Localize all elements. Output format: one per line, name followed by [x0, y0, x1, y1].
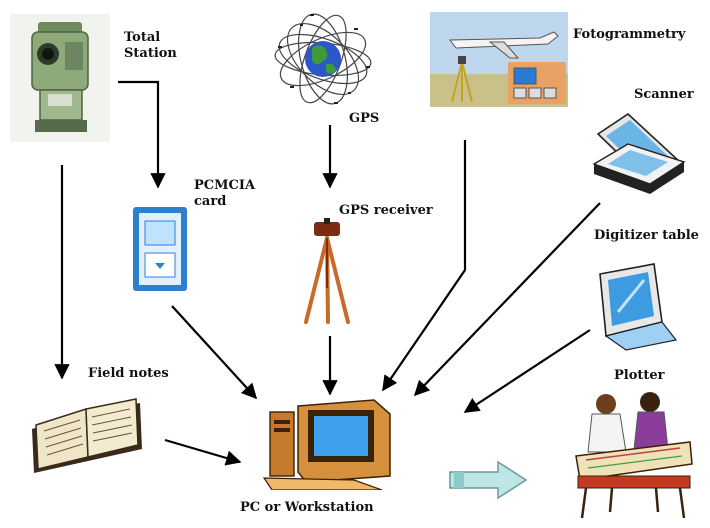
arrow-total-station-to-pcmcia — [118, 80, 166, 189]
arrow-pcmcia-to-pc — [171, 305, 258, 400]
label-fotogrammetry: Fotogrammetry — [573, 27, 686, 42]
arrow-scanner-to-pc — [413, 202, 601, 397]
label-field-notes: Field notes — [88, 366, 169, 381]
label-total-station: Total Station — [124, 30, 177, 62]
output-block-arrow — [449, 460, 528, 500]
arrow-digitizer-to-pc — [463, 329, 591, 413]
label-total-station-line1: Total — [124, 30, 161, 45]
field-notes-book-icon — [32, 398, 142, 473]
scanner-icon — [592, 112, 686, 194]
label-digitizer-table: Digitizer table — [594, 228, 699, 243]
fotogrammetry-aircraft-icon — [430, 12, 568, 107]
pc-workstation-icon — [262, 399, 391, 490]
label-gps: GPS — [349, 111, 380, 126]
gps-receiver-tripod-icon — [304, 218, 350, 324]
label-total-station-line2: Station — [124, 46, 177, 61]
total-station-icon — [10, 14, 110, 142]
digitizer-table-icon — [599, 263, 678, 351]
arrow-fotogrammetry-to-pc — [382, 140, 467, 392]
gps-satellite-globe-icon — [274, 13, 372, 105]
label-scanner: Scanner — [634, 87, 694, 102]
label-plotter: Plotter — [614, 368, 665, 383]
label-pcmcia-card: PCMCIA card — [194, 178, 255, 210]
pcmcia-card-icon — [133, 207, 187, 291]
plotter-icon — [575, 392, 693, 519]
arrow-field-notes-to-pc — [164, 438, 242, 466]
label-gps-receiver: GPS receiver — [339, 203, 433, 218]
label-pc-workstation: PC or Workstation — [240, 500, 374, 515]
label-pcmcia-line1: PCMCIA — [194, 178, 256, 193]
label-pcmcia-line2: card — [194, 194, 227, 209]
